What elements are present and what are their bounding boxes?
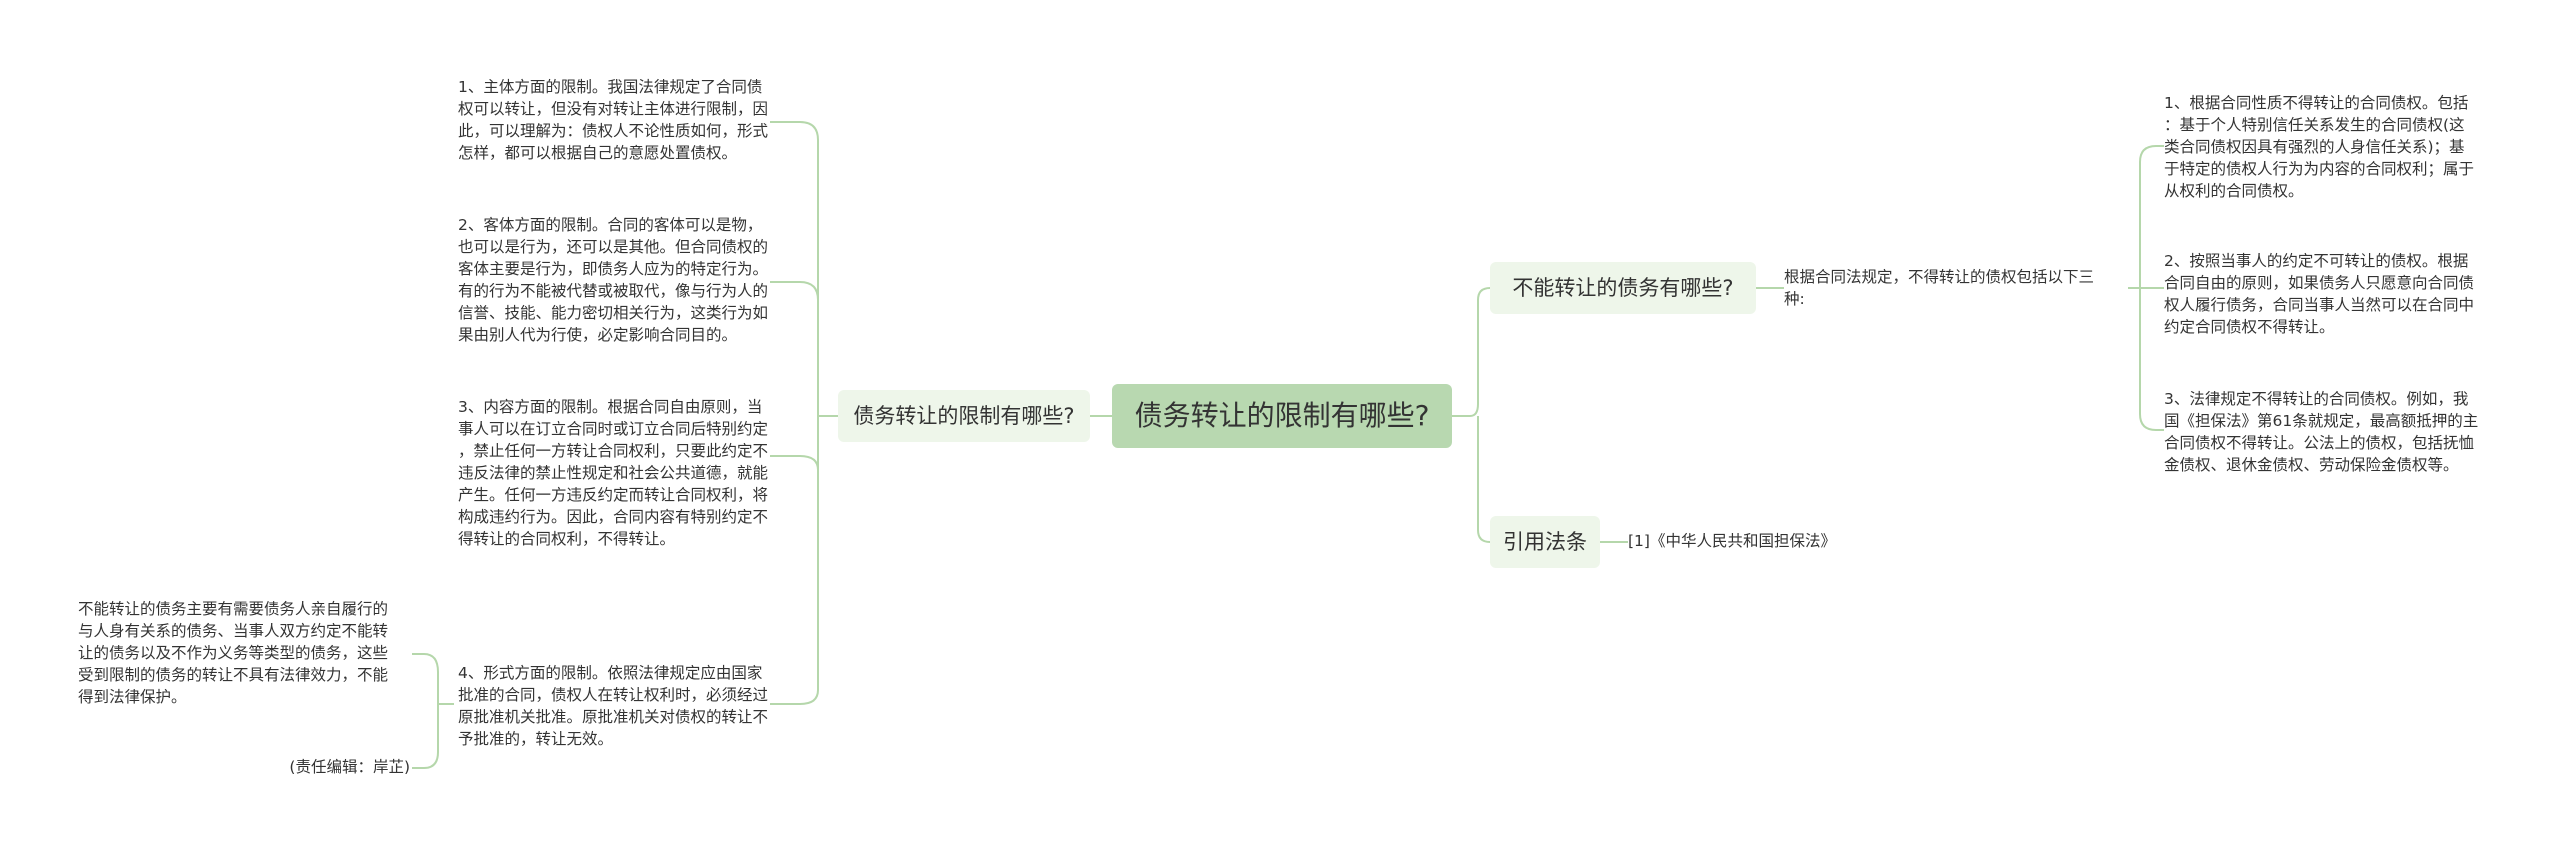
leaf-by-nature: 1、根据合同性质不得转让的合同债权。包括 ：基于个人特别信任关系发生的合同债权(… <box>2164 94 2475 200</box>
leaf-contract-law-intro: 根据合同法规定，不得转让的债权包括以下三 种: <box>1784 268 2095 308</box>
leaf-by-law: 3、法律规定不得转让的合同债权。例如，我 国《担保法》第61条就规定，最高额抵押… <box>2164 390 2479 474</box>
leaf-by-agreement: 2、按照当事人的约定不可转让的债权。根据 合同自由的原则，如果债务人只愿意向合同… <box>2164 252 2475 336</box>
branch-cited-laws[interactable]: 引用法条 <box>1490 516 1600 568</box>
leaf-content-limit: 3、内容方面的限制。根据合同自由原则，当 事人可以在订立合同时或订立合同后特别约… <box>458 398 769 548</box>
leaf-editor-note: (责任编辑：岸芷) <box>289 758 410 776</box>
leaf-nontransferable-summary: 不能转让的债务主要有需要债务人亲自履行的 与人身有关系的债务、当事人双方约定不能… <box>78 600 389 706</box>
leaf-form-limit: 4、形式方面的限制。依照法律规定应由国家 批准的合同，债权人在转让权利时，必须经… <box>458 664 769 748</box>
leaf-subject-limit: 1、主体方面的限制。我国法律规定了合同债 权可以转让，但没有对转让主体进行限制，… <box>458 78 769 162</box>
branch-nontransferable-debts[interactable]: 不能转让的债务有哪些? <box>1490 262 1756 314</box>
leaf-object-limit: 2、客体方面的限制。合同的客体可以是物， 也可以是行为，还可以是其他。但合同债权… <box>458 216 769 344</box>
root-topic[interactable]: 债务转让的限制有哪些? <box>1112 384 1452 448</box>
branch-debt-transfer-limits[interactable]: 债务转让的限制有哪些? <box>838 390 1090 442</box>
leaf-guarantee-law: [1]《中华人民共和国担保法》 <box>1628 532 1836 550</box>
